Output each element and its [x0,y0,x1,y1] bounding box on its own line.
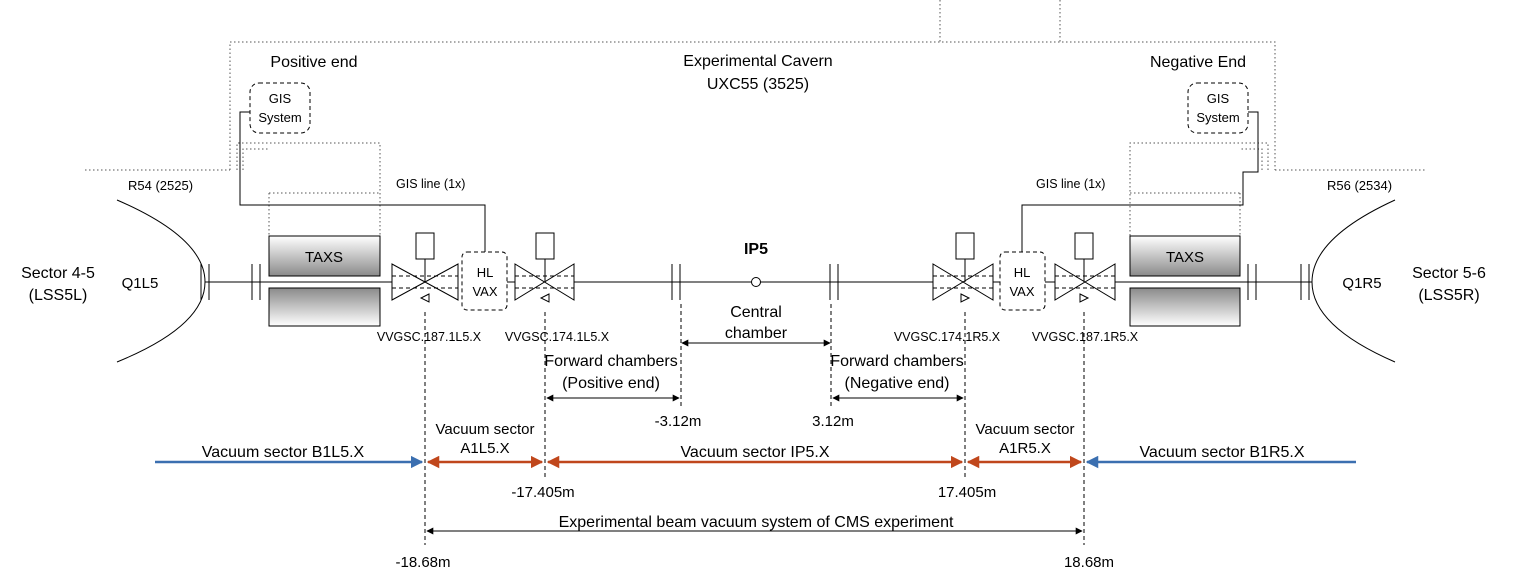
q1l5-label: Q1L5 [122,275,159,292]
valve-174-1r5 [932,232,994,303]
taxs-right-label: TAXS [1166,249,1204,266]
gis-line-left [239,111,486,252]
hl-vax-right: HL VAX [999,251,1046,311]
hl-vax-left: HL VAX [461,251,508,311]
gis-line-right [1021,111,1259,252]
forward-pos-line1: Forward chambers [544,353,677,370]
gis-right-line2: System [1196,110,1239,125]
r56-label: R56 (2534) [1327,178,1392,193]
cavern-code: UXC55 (3525) [707,76,809,93]
valve-174-1l5 [514,232,575,303]
hlvax-left-line2: VAX [472,284,497,299]
taxs-left-label: TAXS [305,249,343,266]
valve-187-1r5-label: VVGSC.187.1R5.X [1032,330,1139,344]
gis-system-left: GIS System [249,82,311,134]
sector-a1r5-label2: A1R5.X [999,440,1051,457]
pos-plus-17-405: 17.405m [938,484,996,501]
sector-right-line1: Sector 5-6 [1412,265,1486,282]
pos-minus-18-68: -18.68m [395,554,450,571]
gis-left-line1: GIS [269,91,292,106]
pos-minus-17-405: -17.405m [511,484,574,501]
gis-line-left-label: GIS line (1x) [396,177,465,191]
sector-b1l5-label: Vacuum sector B1L5.X [202,444,365,461]
hlvax-right-line2: VAX [1009,284,1034,299]
forward-neg-line1: Forward chambers [830,353,963,370]
sector-b1r5-label: Vacuum sector B1R5.X [1139,444,1304,461]
ip5-label: IP5 [744,241,768,258]
taxs-left: TAXS [268,235,381,327]
forward-pos-line2: (Positive end) [562,375,660,392]
valve-174-1r5-label: VVGSC.174.1R5.X [894,330,1001,344]
gis-system-right: GIS System [1187,82,1249,134]
gis-line-right-label: GIS line (1x) [1036,177,1105,191]
pos-plus-3-12: 3.12m [812,413,854,430]
sector-left-line1: Sector 4-5 [21,265,95,282]
sector-right-line2: (LSS5R) [1418,287,1479,304]
cavern-outline [85,0,1425,236]
pos-plus-18-68: 18.68m [1064,554,1114,571]
r54-label: R54 (2525) [128,178,193,193]
hlvax-left-line1: HL [477,265,494,280]
q1r5-label: Q1R5 [1342,275,1381,292]
sector-a1r5-label1: Vacuum sector [976,421,1075,438]
valve-187-1l5-label: VVGSC.187.1L5.X [377,330,482,344]
valve-187-1r5 [1054,232,1116,303]
sector-ip5-label: Vacuum sector IP5.X [680,444,829,461]
central-chamber-line1: Central [730,304,782,321]
hlvax-right-line1: HL [1014,265,1031,280]
gis-left-line2: System [258,110,301,125]
ip5-marker [751,277,761,287]
valve-187-1l5 [391,232,459,303]
cms-system-label: Experimental beam vacuum system of CMS e… [559,514,954,531]
cavern-title: Experimental Cavern [683,53,832,70]
sector-a1l5-label1: Vacuum sector [436,421,535,438]
central-chamber-line2: chamber [725,325,788,342]
gis-right-line1: GIS [1207,91,1230,106]
valve-174-1l5-label: VVGSC.174.1L5.X [505,330,610,344]
position-guides [424,304,1085,545]
negative-end-label: Negative End [1150,54,1246,71]
sector-left-line2: (LSS5L) [29,287,88,304]
forward-neg-line2: (Negative end) [845,375,950,392]
sector-a1l5-label2: A1L5.X [460,440,509,457]
flanges [200,264,1310,300]
positive-end-label: Positive end [270,54,357,71]
taxs-right: TAXS [1129,235,1241,327]
pos-minus-3-12: -3.12m [655,413,702,430]
